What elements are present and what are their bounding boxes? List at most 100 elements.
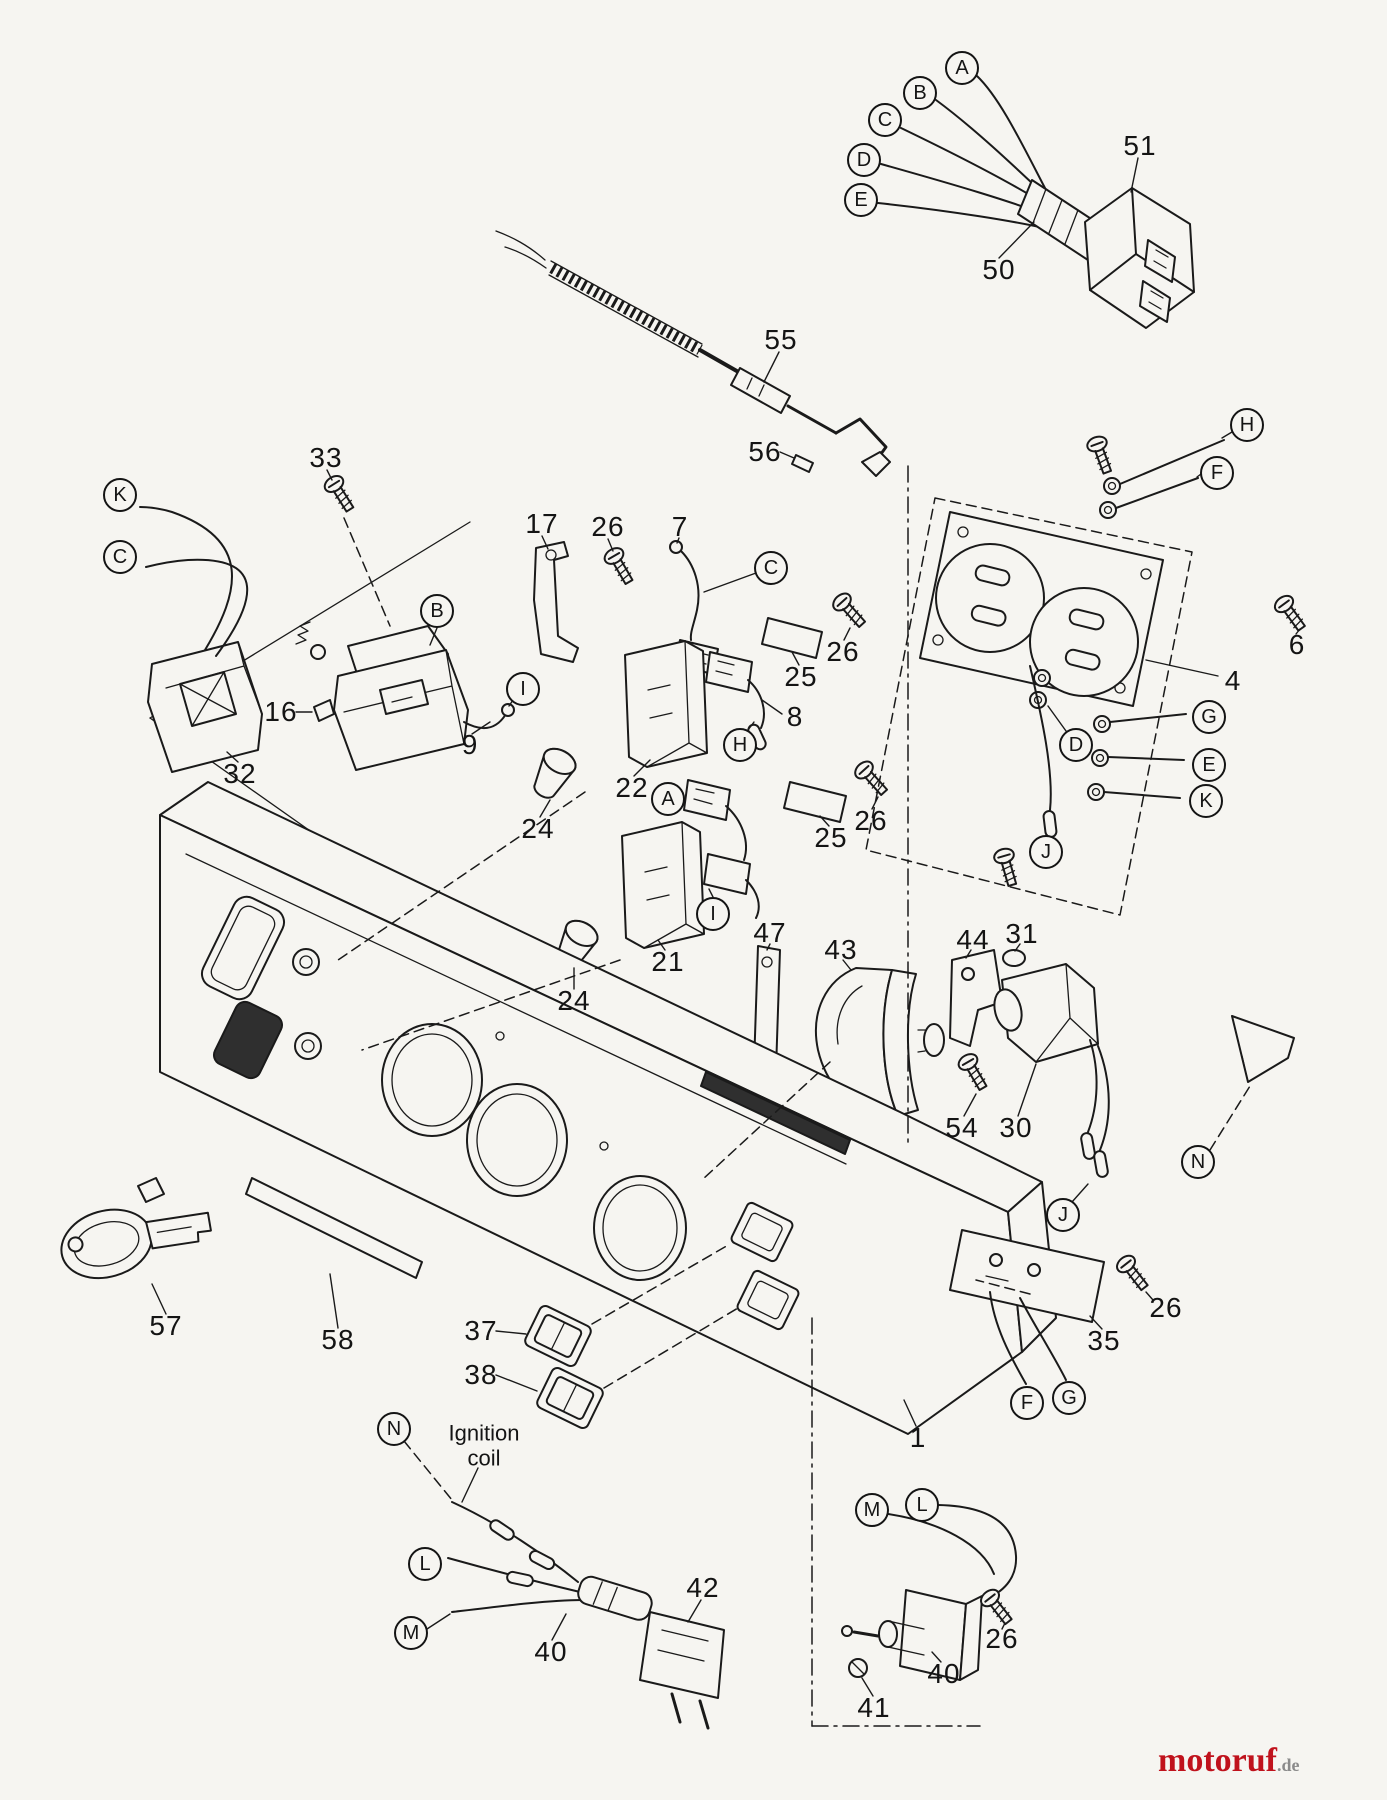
callout-circle-L: L: [905, 1488, 939, 1522]
watermark: motoruf.de: [1158, 1742, 1299, 1780]
part-number-7: 7: [671, 511, 689, 542]
receptacle-4-art: [865, 433, 1311, 916]
part-number-44: 44: [956, 924, 990, 955]
callout-circle-E: E: [1192, 748, 1226, 782]
callout-circle-C: C: [868, 103, 902, 137]
callout-circle-F: F: [1200, 456, 1234, 490]
part-number-26: 26: [854, 805, 888, 836]
part-number-24: 24: [557, 985, 591, 1016]
callout-circle-I: I: [696, 897, 730, 931]
callout-circle-E: E: [844, 183, 878, 217]
part-number-40: 40: [534, 1636, 568, 1667]
part-number-35: 35: [1087, 1325, 1121, 1356]
part-number-38: 38: [464, 1359, 498, 1390]
part-number-9: 9: [461, 729, 479, 760]
switch-38-art: [536, 1366, 604, 1430]
part-number-21: 21: [651, 946, 685, 977]
part-number-31: 31: [1005, 918, 1039, 949]
part-number-8: 8: [786, 701, 804, 732]
part-number-25: 25: [784, 661, 818, 692]
part-number-17: 17: [525, 508, 559, 539]
knob-24-upper-art: [533, 747, 577, 799]
callout-circle-D: D: [1059, 728, 1093, 762]
switch-37-art: [524, 1304, 592, 1368]
leader-lines: [151, 157, 1301, 1697]
plate-25-upper-art: [761, 617, 823, 659]
callout-circle-H: H: [723, 728, 757, 762]
part-number-1: 1: [909, 1422, 927, 1453]
part-number-54: 54: [945, 1112, 979, 1143]
callout-circle-H: H: [1230, 408, 1264, 442]
switch-22-art: [624, 640, 708, 768]
part-number-30: 30: [999, 1112, 1033, 1143]
callout-circle-C: C: [103, 540, 137, 574]
callout-circle-J: J: [1046, 1198, 1080, 1232]
part-number-40: 40: [927, 1658, 961, 1689]
part-number-24: 24: [521, 813, 555, 844]
connector-8-art: [705, 651, 769, 753]
part-number-57: 57: [149, 1310, 183, 1341]
part-number-51: 51: [1123, 130, 1157, 161]
callout-circle-G: G: [1052, 1381, 1086, 1415]
part-number-26: 26: [591, 511, 625, 542]
part-number-42: 42: [686, 1572, 720, 1603]
callout-circle-B: B: [903, 76, 937, 110]
callout-circle-A: A: [651, 782, 685, 816]
callout-circle-M: M: [394, 1616, 428, 1650]
throttle-cable-art: [495, 230, 891, 477]
part-number-26: 26: [1149, 1292, 1183, 1323]
callout-circle-J: J: [1029, 835, 1063, 869]
watermark-tld: .de: [1276, 1755, 1300, 1775]
part-number-6: 6: [1288, 629, 1306, 660]
part-number-58: 58: [321, 1324, 355, 1355]
bracket-17-art: [533, 541, 579, 663]
callout-circle-N: N: [377, 1412, 411, 1446]
part-number-43: 43: [824, 934, 858, 965]
callout-circle-K: K: [103, 478, 137, 512]
part-number-26: 26: [985, 1623, 1019, 1654]
part-number-22: 22: [615, 772, 649, 803]
ignition-coil-line1: Ignition: [448, 1420, 520, 1446]
callout-circle-M: M: [855, 1493, 889, 1527]
callout-circle-G: G: [1192, 700, 1226, 734]
part-number-56: 56: [748, 436, 782, 467]
switch-16-art: [295, 621, 515, 771]
strip-58-art: [245, 1177, 423, 1279]
part-number-16: 16: [264, 696, 298, 727]
ignition-switch-art: [751, 945, 1295, 1179]
ignition-coil-harness-art: [447, 1501, 725, 1730]
callout-circle-N: N: [1181, 1145, 1215, 1179]
relay-32-art: [139, 506, 263, 773]
part-number-26: 26: [826, 636, 860, 667]
part-number-33: 33: [309, 442, 343, 473]
callout-circle-I: I: [506, 672, 540, 706]
part-number-32: 32: [223, 758, 257, 789]
plate-35-art: [949, 1229, 1154, 1385]
assembly-dash-lines: [337, 465, 1251, 1727]
callout-circle-K: K: [1189, 784, 1223, 818]
callout-circle-D: D: [847, 143, 881, 177]
part-number-55: 55: [764, 324, 798, 355]
watermark-brand: motoruf: [1158, 1742, 1277, 1779]
part-number-41: 41: [857, 1692, 891, 1723]
callout-circle-F: F: [1010, 1386, 1044, 1420]
part-number-50: 50: [982, 254, 1016, 285]
ignition-coil-annotation: Ignition coil: [449, 1421, 520, 1470]
ignition-coil-line2: coil: [467, 1445, 501, 1470]
callout-circle-C: C: [754, 551, 788, 585]
callout-circle-B: B: [420, 594, 454, 628]
part-number-37: 37: [464, 1315, 498, 1346]
part-number-47: 47: [753, 917, 787, 948]
key-clip-art: [137, 1177, 165, 1203]
part-number-4: 4: [1224, 665, 1242, 696]
connector-a-art: [683, 779, 747, 861]
callout-circle-A: A: [945, 51, 979, 85]
interlock-switch-art: [841, 1504, 1018, 1681]
key-57-art: [60, 1208, 212, 1280]
part-number-25: 25: [814, 822, 848, 853]
connector-i-art: [703, 853, 760, 919]
plate-25-lower-art: [783, 781, 847, 823]
